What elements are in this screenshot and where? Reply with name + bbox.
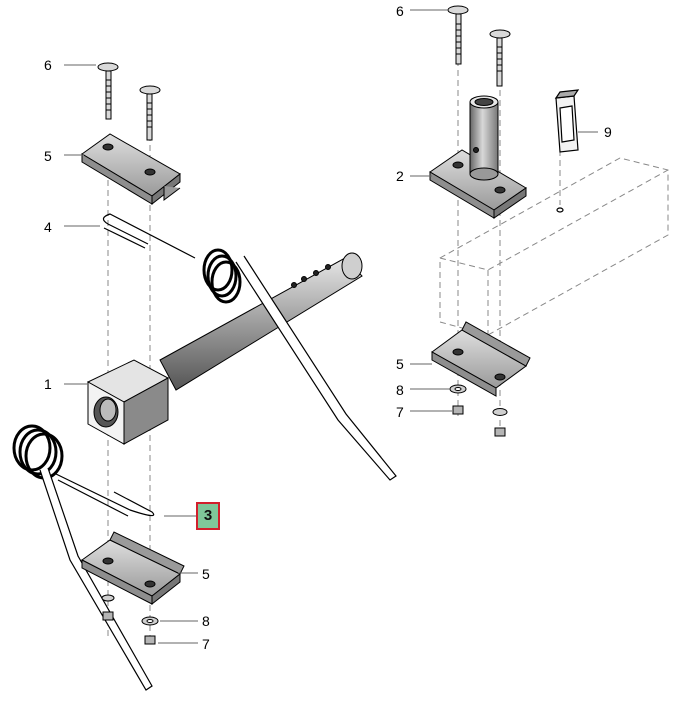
left-top-clamp (81, 133, 181, 206)
square-tube (86, 252, 363, 445)
leader-lines (64, 9, 598, 644)
callout-right-nut[interactable]: 7 (396, 404, 404, 420)
left-bottom-clamp (81, 531, 185, 606)
callout-right-washer[interactable]: 8 (396, 382, 404, 398)
right-bolt-pair (447, 5, 511, 87)
callout-highlighted-tine[interactable]: 3 (196, 502, 220, 530)
tine-holder (429, 95, 527, 219)
callout-left-bolt[interactable]: 6 (44, 57, 52, 73)
callout-clip[interactable]: 9 (604, 124, 612, 140)
callout-left-top-clamp[interactable]: 5 (44, 148, 52, 164)
callout-right-bolt[interactable]: 6 (396, 3, 404, 19)
lock-clip (554, 89, 580, 213)
callout-left-bottom-clamp[interactable]: 5 (202, 566, 210, 582)
upper-spring-tine (102, 213, 397, 481)
callout-upper-tine[interactable]: 4 (44, 219, 52, 235)
lower-spring-tine (12, 424, 155, 691)
callout-right-clamp[interactable]: 5 (396, 356, 404, 372)
left-washers-nuts (101, 594, 159, 645)
right-washers-nuts (449, 384, 508, 437)
callout-left-nut[interactable]: 7 (202, 636, 210, 652)
right-clamp (431, 321, 531, 397)
callout-left-washer[interactable]: 8 (202, 613, 210, 629)
callout-tube[interactable]: 1 (44, 376, 52, 392)
left-bolt-pair (97, 62, 161, 141)
callout-holder[interactable]: 2 (396, 168, 404, 184)
